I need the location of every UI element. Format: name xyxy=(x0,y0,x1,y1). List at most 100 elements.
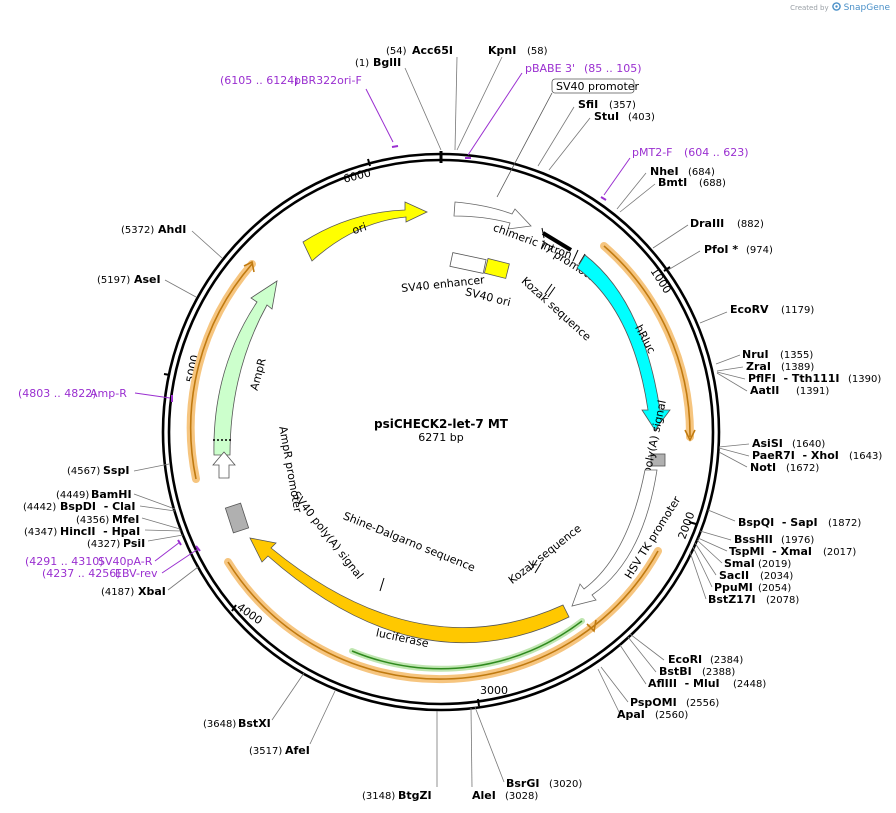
enz-bglii-pos: (1) xyxy=(355,58,369,69)
enz-afei-pos: (3517) xyxy=(249,746,282,757)
enz-tspmi-pos: (2017) xyxy=(823,547,856,558)
enz-stui-leader xyxy=(548,117,591,171)
enz-asisi-leader xyxy=(718,443,750,448)
backbone xyxy=(161,151,721,712)
tick-2000-mark xyxy=(688,521,697,525)
center-title: psiCHECK2-let-7 MT 6271 bp xyxy=(374,417,509,444)
t7-small-mark-2 xyxy=(578,253,586,265)
polya-gray-box xyxy=(650,453,666,467)
sv40-promoter-box xyxy=(551,78,635,94)
enz-bmti-name: BmtI xyxy=(658,176,687,189)
enz-ahdi-name: AhdI xyxy=(158,223,186,236)
primer-ampr-leader xyxy=(134,392,171,399)
enz-smai-pos: (2019) xyxy=(758,559,791,570)
primer-ebv-rev-name: EBV-rev xyxy=(115,567,158,580)
shine-dalgarno-mark xyxy=(379,577,385,592)
enz-ecori-name: EcoRI xyxy=(668,653,702,666)
enz-nrui-name: NruI xyxy=(742,348,769,361)
enz-mfei-pos: (4356) xyxy=(76,515,109,526)
enz-zrai-leader xyxy=(716,366,744,372)
luc-arc-arrowhead xyxy=(586,619,597,633)
enz-pfoi-name: PfoI * xyxy=(704,243,738,256)
enz-apai-pos: (2560) xyxy=(655,710,688,721)
enz-sspi-leader xyxy=(133,463,170,472)
enz-tspmi-leader xyxy=(697,537,728,552)
enz-acc65i-pos: (54) xyxy=(386,46,407,57)
primer-pbr322ori-f-leader xyxy=(365,88,394,143)
primer-sv40pa-r-mark xyxy=(177,539,182,546)
sv40-promoter-leader xyxy=(496,92,553,198)
enz-mlui-pos: (2448) xyxy=(733,679,766,690)
enz-stui-name: StuI xyxy=(594,110,619,123)
enz-ahdi-pos: (5372) xyxy=(121,225,154,236)
primer-pbr322ori-f-name: pBR322ori-F xyxy=(294,74,362,87)
primer-sv40pa-r-name: SV40pA-R xyxy=(98,555,153,568)
enz-pspomi-leader xyxy=(600,666,629,703)
tick-4000-mark xyxy=(231,604,237,612)
enz-xbai-leader xyxy=(167,566,199,591)
enz-noti-leader xyxy=(718,451,748,468)
ampr-promoter-label: AmpR promoter xyxy=(276,425,304,514)
enz-asei-pos: (5197) xyxy=(97,275,130,286)
enz-bmti-pos: (688) xyxy=(699,178,726,189)
hrluc-arrow xyxy=(576,254,671,431)
kozak-lower-mark-1 xyxy=(530,559,538,571)
primer-pbr322ori-f-mark xyxy=(391,145,399,148)
t7-promoter-mark xyxy=(541,231,573,252)
enz-draiii-pos: (882) xyxy=(737,219,764,230)
kozak-lower-label: Kozak sequence xyxy=(506,522,584,587)
enz-tspmi-name: TspMI - XmaI xyxy=(729,545,812,558)
hrluc-orange-arc-line xyxy=(603,245,691,438)
t7-small-mark-1 xyxy=(572,249,579,262)
watermark-created-by: Created by xyxy=(790,3,829,12)
enz-bglii-name: BglII xyxy=(373,56,401,69)
kozak-lower-mark-2 xyxy=(534,562,542,574)
enz-ecori-pos: (2384) xyxy=(710,655,743,666)
enz-mfei-name: MfeI xyxy=(112,513,139,526)
enz-zrai-name: ZraI xyxy=(746,360,771,373)
enz-asisi-name: AsiSI xyxy=(752,437,783,450)
enz-nrui-leader xyxy=(715,354,741,365)
enz-hpai-name: HincII - HpaI xyxy=(60,525,140,538)
enz-acc65i-leader xyxy=(454,56,458,151)
luc-green-arc-line xyxy=(351,620,583,670)
enz-hpai-leader xyxy=(144,529,182,532)
primers: (6105 .. 6124) pBR322ori-F pBABE 3' (85 … xyxy=(18,62,749,580)
enz-smai-name: SmaI xyxy=(724,557,755,570)
kozak-upper-mark-2 xyxy=(547,286,556,298)
enz-clai-pos: (4442) xyxy=(23,502,56,513)
enz-sspi-pos: (4567) xyxy=(67,466,100,477)
enz-bsrgi-name: BsrGI xyxy=(506,777,539,790)
enz-bsshii-leader xyxy=(699,530,732,541)
primer-pbabe3-leader xyxy=(467,72,523,156)
primer-ampr-range: (4803 .. 4822) xyxy=(18,387,97,400)
primer-ampr-name: Amp-R xyxy=(90,387,127,400)
plasmid-name: psiCHECK2-let-7 MT xyxy=(374,417,509,431)
enz-ahdi-leader xyxy=(191,230,223,259)
enz-asisi-pos: (1640) xyxy=(792,439,825,450)
enz-psii-name: PsiI xyxy=(123,537,145,550)
enz-pfoi-leader xyxy=(667,250,701,271)
enz-kpni-leader xyxy=(456,56,503,151)
enz-bstxi-name: BstXI xyxy=(238,717,271,730)
tick-1000: 1000 xyxy=(648,265,674,296)
shine-dalgarno-label: Shine-Dalgarno sequence xyxy=(341,509,477,574)
enz-bstbi-name: BstBI xyxy=(659,665,692,678)
primer-ebv-rev-leader xyxy=(161,548,199,574)
enz-bstxi-pos: (3648) xyxy=(203,719,236,730)
enz-nhei-leader xyxy=(616,172,647,210)
enz-ecorv-leader xyxy=(699,311,728,324)
enz-pspomi-pos: (2556) xyxy=(686,698,719,709)
enz-apai-leader xyxy=(597,668,621,715)
enz-mlui-name: AflIII - MluI xyxy=(648,677,720,690)
sv40-ori-box xyxy=(483,258,510,279)
enz-ppumi-name: PpuMI xyxy=(714,581,753,594)
enz-pflfi-name: PflFI - Tth111I xyxy=(748,372,840,385)
luc-orange-arc-line xyxy=(227,550,659,680)
enz-bsshii-pos: (1976) xyxy=(781,535,814,546)
enz-bstz17i-leader xyxy=(689,551,707,600)
enz-sspi-name: SspI xyxy=(103,464,129,477)
enz-btgzi-pos: (3148) xyxy=(362,791,395,802)
enz-alei-pos: (3028) xyxy=(505,791,538,802)
